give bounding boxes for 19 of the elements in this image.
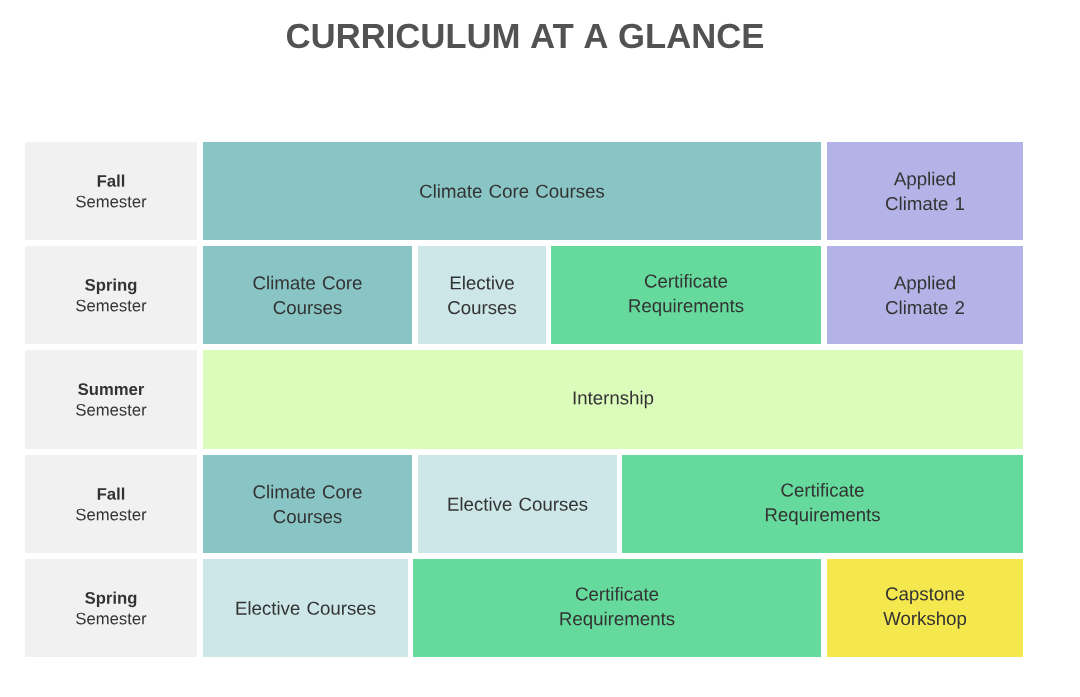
course-block: Capstone Workshop: [827, 559, 1023, 657]
course-block: Climate Core Courses: [203, 142, 821, 240]
course-block: Internship: [203, 350, 1023, 449]
course-block: Elective Courses: [418, 455, 617, 553]
course-block: Climate Core Courses: [203, 246, 412, 344]
title: CURRICULUM AT A GLANCE: [287, 23, 764, 49]
course-block: Certificate Requirements: [622, 455, 1023, 553]
course-block: Elective Courses: [203, 559, 408, 657]
course-block: Applied Climate 2: [827, 246, 1023, 344]
course-block: Certificate Requirements: [413, 559, 821, 657]
course-block: Climate Core Courses: [203, 455, 412, 553]
row-header: Fall Semester: [25, 455, 197, 553]
row-header: Spring Semester: [25, 246, 197, 344]
course-block: Certificate Requirements: [551, 246, 821, 344]
row-header: Spring Semester: [25, 559, 197, 657]
course-block: Applied Climate 1: [827, 142, 1023, 240]
row-header: Fall Semester: [25, 142, 197, 240]
course-block: Elective Courses: [418, 246, 546, 344]
row-header: Summer Semester: [25, 350, 197, 449]
